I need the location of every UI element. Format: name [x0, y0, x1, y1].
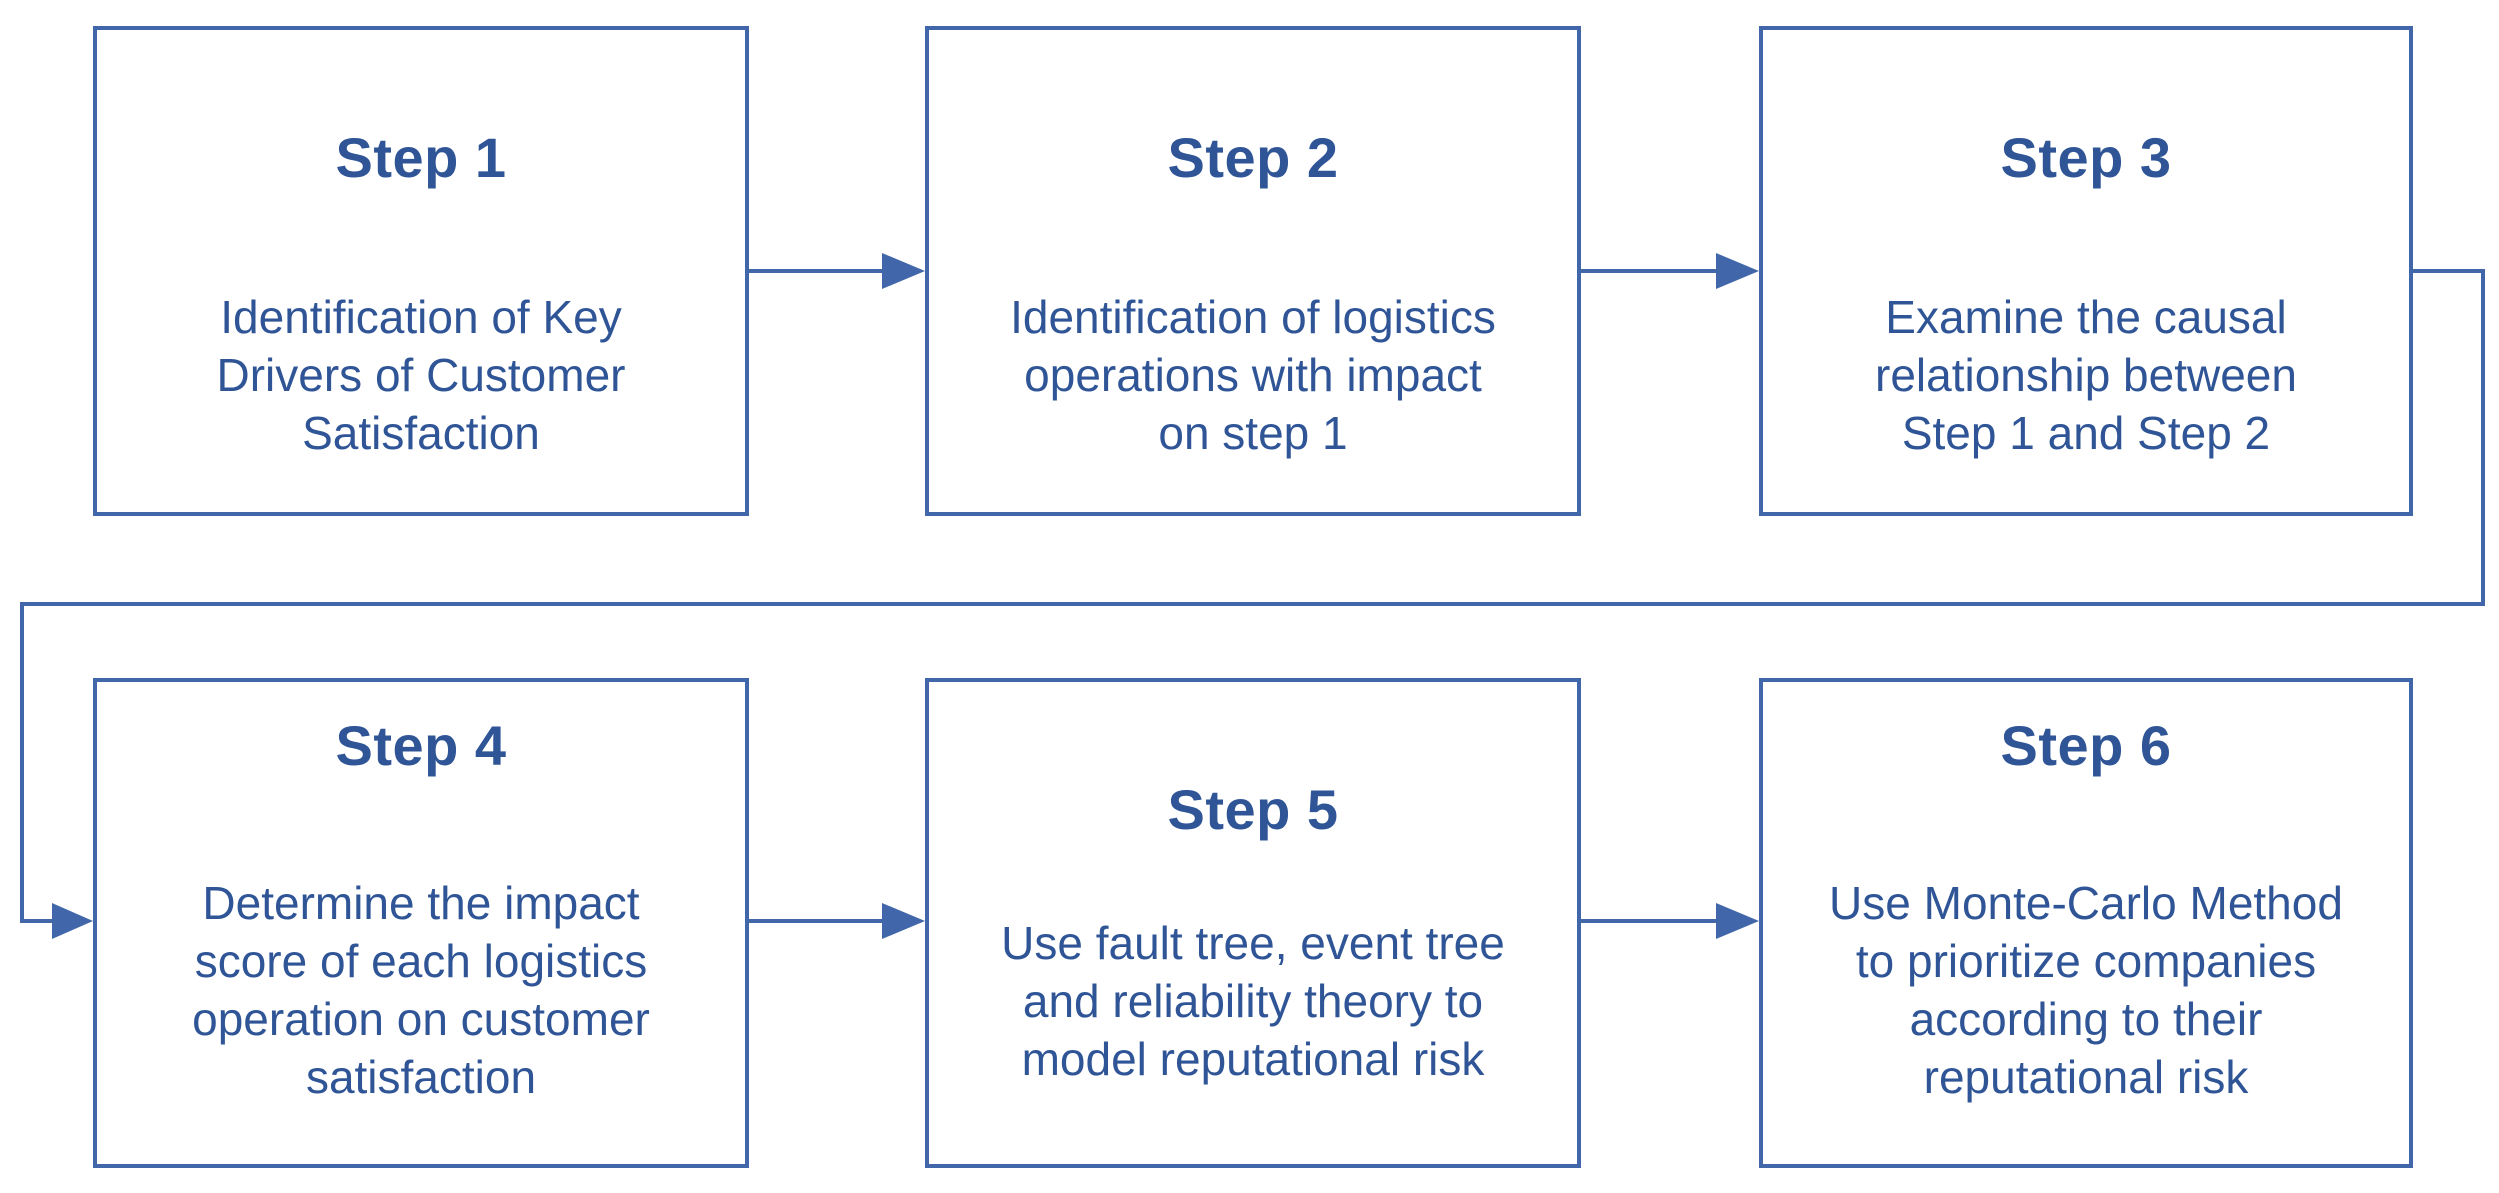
step-5-description: Use fault tree, event tree and reliabili…: [949, 914, 1557, 1088]
arrowhead-step4-to-step5: [882, 903, 925, 939]
step-2-desc-line: on step 1: [1158, 407, 1348, 459]
step-6-desc-line: to prioritize companies: [1855, 935, 2317, 987]
step-6-box: Step 6 Use Monte-Carlo Method to priorit…: [1759, 678, 2413, 1168]
step-6-description: Use Monte-Carlo Method to prioritize com…: [1783, 874, 2389, 1106]
step-1-desc-line: Drivers of Customer: [216, 349, 626, 401]
step-6-title: Step 6: [2000, 714, 2172, 777]
step-5-desc-line: Use fault tree, event tree: [1001, 917, 1505, 969]
step-2-description: Identification of logistics operations w…: [949, 288, 1557, 462]
arrow-step3-to-step4: [20, 269, 2485, 923]
step-5-desc-line: and reliability theory to: [1022, 975, 1484, 1027]
step-4-description: Determine the impact score of each logis…: [117, 874, 725, 1106]
step-3-box: Step 3 Examine the causal relationship b…: [1759, 26, 2413, 516]
step-5-desc-line: model reputational risk: [1021, 1033, 1485, 1085]
step-3-desc-line: relationship between: [1875, 349, 2297, 401]
step-1-desc-line: Identification of Key: [220, 291, 622, 343]
step-4-desc-line: Determine the impact: [202, 877, 640, 929]
step-4-desc-line: operation on customer: [192, 993, 650, 1045]
arrowhead-step5-to-step6: [1716, 903, 1759, 939]
step-5-title: Step 5: [1167, 778, 1339, 841]
step-6-desc-line: reputational risk: [1923, 1051, 2249, 1103]
step-3-desc-line: Step 1 and Step 2: [1901, 407, 2271, 459]
step-5-box: Step 5 Use fault tree, event tree and re…: [925, 678, 1581, 1168]
step-1-box: Step 1 Identification of Key Drivers of …: [93, 26, 749, 516]
step-1-description: Identification of Key Drivers of Custome…: [117, 288, 725, 462]
arrowhead-step3-to-step4: [52, 903, 93, 939]
step-1-title: Step 1: [335, 126, 507, 189]
step-1-desc-line: Satisfaction: [302, 407, 540, 459]
step-2-desc-line: Identification of logistics: [1010, 291, 1496, 343]
step-4-desc-line: satisfaction: [305, 1051, 537, 1103]
step-4-title: Step 4: [335, 714, 507, 777]
step-2-title: Step 2: [1167, 126, 1339, 189]
step-4-box: Step 4 Determine the impact score of eac…: [93, 678, 749, 1168]
step-6-desc-line: Use Monte-Carlo Method: [1829, 877, 2343, 929]
arrowhead-step1-to-step2: [882, 253, 925, 289]
step-2-box: Step 2 Identification of logistics opera…: [925, 26, 1581, 516]
step-3-description: Examine the causal relationship between …: [1783, 288, 2389, 462]
step-3-title: Step 3: [2000, 126, 2172, 189]
arrowhead-step2-to-step3: [1716, 253, 1759, 289]
step-4-desc-line: score of each logistics: [194, 935, 648, 987]
step-2-desc-line: operations with impact: [1024, 349, 1482, 401]
step-3-desc-line: Examine the causal: [1885, 291, 2287, 343]
step-6-desc-line: according to their: [1909, 993, 2263, 1045]
